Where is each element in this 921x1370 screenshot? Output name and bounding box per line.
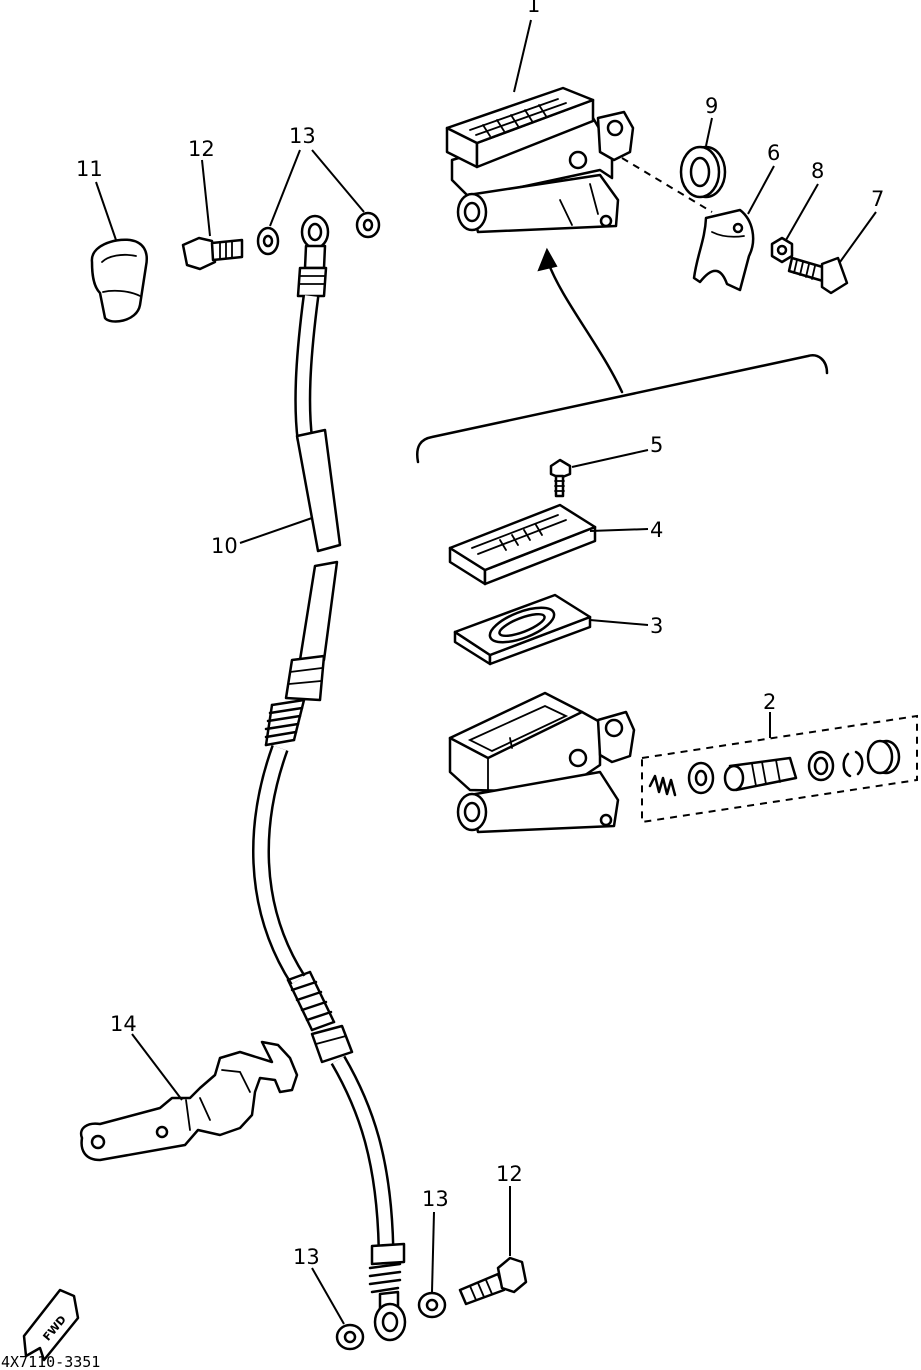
- callout-1: 1: [527, 0, 540, 17]
- callout-13-top: 13: [289, 124, 316, 148]
- callout-9: 9: [705, 94, 718, 118]
- group-bracket-line: [416, 354, 829, 464]
- callout-labels: 1 9 6 8 7 13 12 11 5 4 3 2 10 14 12 13 1…: [76, 0, 884, 1269]
- forward-arrow-icon: FWD: [22, 1288, 80, 1362]
- callout-11: 11: [76, 157, 103, 181]
- callout-7: 7: [871, 187, 884, 211]
- part-8-nut: [770, 236, 794, 264]
- callout-6: 6: [767, 141, 780, 165]
- part-13-gasket-top-right: [355, 211, 381, 239]
- drawing-code: 4X7110-3351: [1, 1353, 100, 1370]
- part-13-gasket-bottom-right: [417, 1291, 447, 1319]
- callout-13-bottom-mid: 13: [422, 1187, 449, 1211]
- part-12-union-bolt-top: [181, 236, 244, 271]
- part-13-gasket-top-left: [256, 226, 280, 256]
- callout-leaders: [95, 19, 877, 1325]
- part-12-union-bolt-bottom: [458, 1256, 528, 1306]
- master-cylinder-assembly: [445, 86, 635, 234]
- callout-12-bottom: 12: [496, 1162, 523, 1186]
- callout-12-top: 12: [188, 137, 215, 161]
- part-3-diaphragm: [453, 593, 592, 666]
- part-6-holder: [692, 208, 755, 292]
- callout-4: 4: [650, 518, 663, 542]
- callout-8: 8: [811, 159, 824, 183]
- part-13-gasket-bottom-left: [335, 1323, 365, 1351]
- callout-14: 14: [110, 1012, 137, 1036]
- master-cylinder-body: [448, 691, 636, 834]
- callout-13-bottom-left: 13: [293, 1245, 320, 1269]
- part-10-brake-hose: [252, 214, 407, 1342]
- part-2-piston-kit: [641, 714, 918, 824]
- callout-5: 5: [650, 433, 663, 457]
- callout-10: 10: [211, 534, 238, 558]
- part-14-bracket: [79, 1040, 299, 1162]
- part-7-bolt: [787, 256, 849, 295]
- callout-3: 3: [650, 614, 663, 638]
- part-4-cap: [448, 503, 597, 586]
- alignment-line: [621, 157, 713, 213]
- part-11-cover: [90, 238, 148, 323]
- part-5-screw: [549, 458, 572, 498]
- part-9-seal: [679, 145, 727, 199]
- callout-2: 2: [763, 690, 776, 714]
- assembly-arrow: [537, 247, 624, 394]
